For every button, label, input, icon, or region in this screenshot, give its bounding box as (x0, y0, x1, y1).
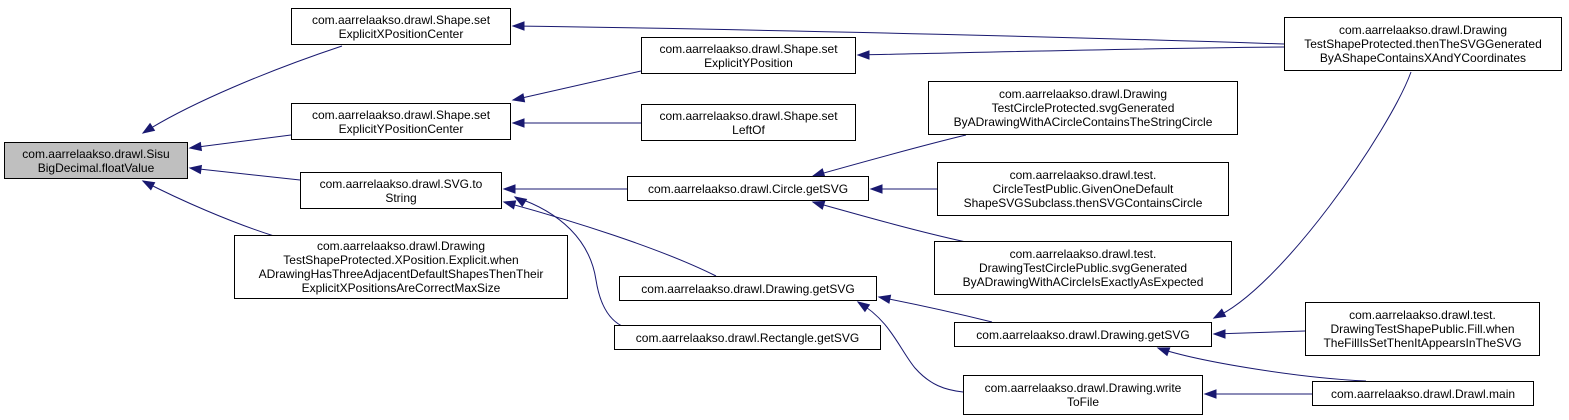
node-label-line: com.aarrelaakso.drawl.Shape.set (311, 12, 491, 27)
edge-floatvalue-from-setexplicitypositioncenter (189, 134, 292, 149)
node-label-line: com.aarrelaakso.drawl.Drawing (998, 87, 1168, 101)
node-label-line: com.aarrelaakso.drawl.Drawing.write (984, 381, 1182, 395)
arrowhead-icon (141, 122, 156, 134)
node-drawing-write-to-file[interactable]: com.aarrelaakso.drawl.Drawing.write ToFi… (963, 375, 1203, 415)
node-label-line: com.aarrelaakso.drawl.SVG.to (319, 176, 483, 191)
node-label-line: LeftOf (732, 122, 765, 137)
edge-drawinggetsvg-b-from-drawlmain (1157, 347, 1367, 382)
arrowhead-icon (811, 200, 826, 210)
arrowhead-icon (188, 164, 203, 175)
node-label-line: CircleTestPublic.GivenOneDefault (992, 182, 1174, 196)
node-sisu-bigdecimal-floatvalue: com.aarrelaakso.drawl.Sisu BigDecimal.fl… (4, 142, 188, 179)
node-label-line: com.aarrelaakso.drawl.Shape.set (659, 108, 838, 123)
edge-drawinggetsvg-from-writetofile (857, 301, 964, 393)
arrowhead-icon (1212, 308, 1227, 319)
node-label-line: com.aarrelaakso.drawl.Sisu (22, 146, 170, 161)
node-label-line: String (385, 190, 417, 205)
node-label-line: ByAShapeContainsXAndYCoordinates (1319, 51, 1527, 65)
arrowhead-icon (513, 196, 528, 208)
node-label-line: BigDecimal.floatValue (37, 160, 155, 175)
node-drawing-get-svg-a[interactable]: com.aarrelaakso.drawl.Drawing.getSVG (619, 276, 877, 301)
node-label-line: ExplicitXPositionsAreCorrectMaxSize (301, 281, 501, 295)
node-shape-set-explicit-y-position[interactable]: com.aarrelaakso.drawl.Shape.set Explicit… (641, 37, 856, 74)
arrowhead-icon (141, 180, 156, 191)
node-shape-set-explicit-x-position-center[interactable]: com.aarrelaakso.drawl.Shape.set Explicit… (291, 8, 511, 45)
node-circle-test-public[interactable]: com.aarrelaakso.drawl.test. CircleTestPu… (937, 162, 1229, 216)
edge-circlegetsvg-from-drawingtest-circleprotected (812, 134, 967, 177)
arrowhead-icon (511, 21, 525, 31)
arrowhead-icon (1212, 329, 1226, 339)
node-drawing-test-circle-protected[interactable]: com.aarrelaakso.drawl.Drawing TestCircle… (928, 81, 1238, 135)
arrowhead-icon (869, 184, 883, 194)
node-label-line: com.aarrelaakso.drawl.Shape.set (659, 41, 838, 56)
node-label-line: TestCircleProtected.svgGenerated (991, 101, 1175, 115)
node-label-line: ShapeSVGSubclass.thenSVGContainsCircle (963, 196, 1203, 210)
edge-svgtostring-from-rectanglegetsvg (514, 196, 641, 331)
arrowhead-icon (1156, 347, 1171, 357)
arrowhead-icon (511, 93, 526, 103)
node-drawl-main[interactable]: com.aarrelaakso.drawl.Drawl.main (1312, 381, 1534, 406)
node-label-line: ADrawingHasThreeAdjacentDefaultShapesThe… (258, 267, 544, 281)
node-label-line: ByADrawingWithACircleIsExactlyAsExpected (962, 275, 1204, 289)
node-label-line: com.aarrelaakso.drawl.test. (1349, 308, 1496, 322)
node-label-line: com.aarrelaakso.drawl.Drawing.getSVG (641, 281, 855, 296)
edge-floatvalue-from-drawingtest-xposition (142, 180, 275, 237)
node-shape-set-explicit-y-position-center[interactable]: com.aarrelaakso.drawl.Shape.set Explicit… (291, 103, 511, 140)
node-shape-set-left-of[interactable]: com.aarrelaakso.drawl.Shape.set LeftOf (641, 104, 856, 141)
node-label-line: ByADrawingWithACircleContainsTheStringCi… (953, 115, 1213, 129)
edge-drawinggetsvg-from-drawinggetsvg-b (878, 296, 993, 323)
node-drawing-test-shape-public-fill[interactable]: com.aarrelaakso.drawl.test. DrawingTestS… (1305, 302, 1540, 356)
arrowhead-icon (877, 294, 892, 304)
node-drawing-test-shape-protected-svg-coords[interactable]: com.aarrelaakso.drawl.Drawing TestShapeP… (1284, 17, 1562, 71)
node-label-line: com.aarrelaakso.drawl.Drawl.main (1330, 386, 1516, 401)
arrowhead-icon (1203, 389, 1217, 399)
node-label-line: com.aarrelaakso.drawl.Drawing (1338, 23, 1508, 37)
node-label-line: com.aarrelaakso.drawl.Rectangle.getSVG (635, 330, 860, 345)
edge-drawinggetsvg-b-from-drawingtest-fill (1213, 330, 1306, 335)
edge-setexplicitypositioncenter-from-setexplicitposition (512, 70, 642, 101)
edge-setexplicitposition-from-drawingtest-svgcoords (857, 46, 1285, 56)
edge-drawinggetsvg-b-from-drawingtest-svgcoords (1213, 71, 1412, 319)
node-label-line: TestShapeProtected.XPosition.Explicit.wh… (283, 253, 519, 267)
node-label-line: DrawingTestShapePublic.Fill.when (1330, 322, 1515, 336)
node-label-line: TheFillIsSetThenItAppearsInTheSVG (1323, 336, 1522, 350)
node-drawing-test-circle-public[interactable]: com.aarrelaakso.drawl.test. DrawingTestC… (934, 241, 1232, 295)
node-label-line: DrawingTestCirclePublic.svgGenerated (978, 261, 1188, 275)
node-label-line: com.aarrelaakso.drawl.test. (1009, 247, 1157, 261)
node-label-line: ExplicitYPosition (704, 55, 793, 70)
arrowhead-icon (511, 118, 525, 128)
edge-floatvalue-from-svgtostring (189, 167, 301, 181)
node-label-line: ToFile (1066, 395, 1099, 409)
node-svg-to-string[interactable]: com.aarrelaakso.drawl.SVG.to String (300, 172, 502, 209)
node-label-line: TestShapeProtected.thenTheSVGGenerated (1304, 37, 1542, 51)
node-label-line: ExplicitXPositionCenter (338, 26, 464, 41)
edge-floatvalue-from-setexplicitxpositioncenter (142, 45, 343, 134)
edge-svgtostring-from-drawinggetsvg (503, 201, 717, 277)
node-circle-get-svg[interactable]: com.aarrelaakso.drawl.Circle.getSVG (627, 176, 869, 201)
node-label-line: com.aarrelaakso.drawl.Shape.set (311, 107, 491, 122)
node-label-line: com.aarrelaakso.drawl.Drawing (316, 239, 486, 253)
arrowhead-icon (502, 200, 517, 210)
node-label-line: ExplicitYPositionCenter (338, 121, 464, 136)
arrowhead-icon (502, 184, 516, 194)
arrowhead-icon (856, 50, 870, 60)
arrowhead-icon (856, 301, 871, 313)
node-label-line: com.aarrelaakso.drawl.Drawing.getSVG (976, 327, 1190, 342)
arrowhead-icon (188, 141, 203, 152)
node-label-line: com.aarrelaakso.drawl.test. (1009, 168, 1157, 182)
node-rectangle-get-svg[interactable]: com.aarrelaakso.drawl.Rectangle.getSVG (614, 325, 881, 350)
edge-circlegetsvg-from-drawingtest-circlepublic (812, 201, 967, 243)
node-drawing-get-svg-b[interactable]: com.aarrelaakso.drawl.Drawing.getSVG (954, 322, 1212, 347)
node-label-line: com.aarrelaakso.drawl.Circle.getSVG (647, 181, 849, 196)
edge-setexplicitxpositioncenter-from-drawingtest-svgcoords (512, 25, 1285, 45)
node-drawing-test-xposition-explicit[interactable]: com.aarrelaakso.drawl.Drawing TestShapeP… (234, 235, 568, 299)
